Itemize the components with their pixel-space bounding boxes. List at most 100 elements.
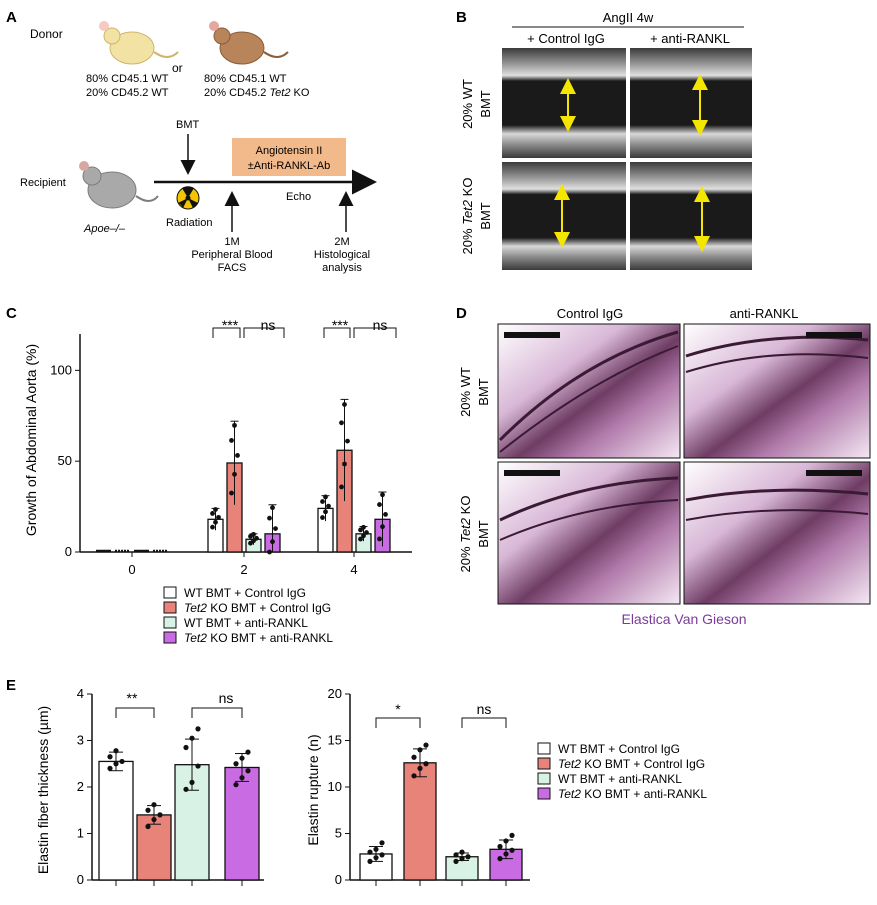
recipient-label: Recipient [20,177,66,189]
e-data-point [423,742,429,748]
panel-label-c: C [6,305,17,322]
c-sig-4-control: *** [332,317,349,333]
legend-label: Tet2 KO BMT + anti-RANKL [184,631,333,645]
c-data-point [361,533,366,539]
treatment-line1: Angiotensin II [256,145,323,157]
c-data-point [323,509,328,515]
echo-label: Echo [286,191,311,203]
c-data-point [232,471,237,477]
echo-image-wt-control [502,48,626,158]
timepoint-1-line1: 1M [224,236,239,248]
e-data-point [453,858,459,865]
legend-label: Tet2 KO BMT + anti-RANKL [558,787,707,801]
timepoint-2-line2: Histological [314,249,370,261]
e-left-sig-control: ** [127,690,138,706]
e-right-sig-anti-rankl: ns [477,701,492,717]
c-data-point [342,402,347,407]
c-data-point [232,422,237,428]
echo-image-ko-control [502,162,626,270]
e-sig-bracket [375,717,421,728]
c-data-point [383,511,388,517]
scale-bar [806,470,862,476]
c-data-point [364,530,369,535]
legend-swatch [537,742,551,755]
b-row-label-ko: 20% Tet2 KO [460,178,475,255]
legend-swatch [163,616,177,629]
c-x-tick-label: 4 [350,562,357,577]
b-header: AngII 4w [603,10,654,25]
c-sig-2-anti-rankl: ns [261,317,276,333]
histology-wt-anti-rankl [683,323,871,459]
scale-bar [504,470,560,476]
e-y-tick-label: 10 [328,779,342,794]
e-data-point [379,852,385,858]
recipient-strain: Apoe–/– [83,223,126,235]
d-row-label-wt: 20% WT [458,367,473,417]
e-sig-bracket [191,707,243,718]
e-y-tick-label: 15 [328,733,342,748]
e-data-point [503,851,509,857]
e-data-point [119,758,125,765]
e-data-point [189,735,195,741]
e-data-point [189,779,195,785]
stain-caption: Elastica Van Gieson [621,611,746,627]
c-data-point [377,502,382,507]
e-data-point [465,854,471,860]
e-data-point [411,754,417,760]
c-x-tick-label: 0 [128,562,135,577]
histology-ko-anti-rankl [683,461,871,605]
e-data-point [157,812,163,818]
c-sig-bracket [243,327,285,338]
e-data-point [497,856,503,862]
e-data-point [145,807,151,813]
c-data-point [342,461,347,467]
legend-swatch [163,631,177,644]
c-data-point [267,515,272,521]
echo-image-ko-anti-rankl [630,162,752,270]
e-data-point [459,849,465,855]
e-right-y-axis-label: Elastin rupture (n) [305,734,321,845]
e-bar [224,766,260,881]
legend-label: Tet2 KO BMT + Control IgG [558,757,705,771]
panel-a: A Donor or 80% CD45.1 WT 20% CD45.2 WT 8… [6,9,377,274]
histology-wt-control [497,323,681,459]
histology-ko-control [497,461,681,605]
c-data-point [254,535,259,541]
c-data-point [229,438,234,443]
e-sig-bracket [461,717,507,728]
e-data-point [497,843,503,850]
c-data-point [320,515,325,520]
e-y-tick-label: 20 [328,686,342,701]
panel-label-d: D [456,305,467,322]
c-sig-2-control: *** [222,317,239,333]
c-data-point [210,524,215,530]
e-data-point [239,775,245,781]
e-data-point [195,763,201,769]
e-left-sig-anti-rankl: ns [219,690,234,706]
c-data-point [251,531,256,537]
e-y-tick-label: 0 [335,872,342,887]
c-data-point [377,536,382,542]
treatment-box [232,138,346,176]
b-col-label-anti-rankl: + anti-RANKL [650,31,730,46]
e-data-point [113,748,119,754]
legend-label: WT BMT + anti-RANKL [184,616,308,630]
c-sig-bracket [323,327,351,338]
e-y-tick-label: 0 [77,872,84,887]
e-right-sig-control: * [395,701,401,717]
scale-bar [806,332,862,338]
panel-b: B AngII 4w + Control IgG + anti-RANKL 20… [456,9,752,270]
e-y-tick-label: 1 [77,826,84,841]
c-sig-4-anti-rankl: ns [373,317,388,333]
timepoint-1-line3: FACS [218,262,247,274]
legend-swatch [537,772,551,785]
e-data-point [411,773,417,779]
e-data-point [195,726,201,732]
panel-d: D Control IgG anti-RANKL 20% WT BMT 20% … [456,305,871,627]
e-data-point [417,747,423,753]
